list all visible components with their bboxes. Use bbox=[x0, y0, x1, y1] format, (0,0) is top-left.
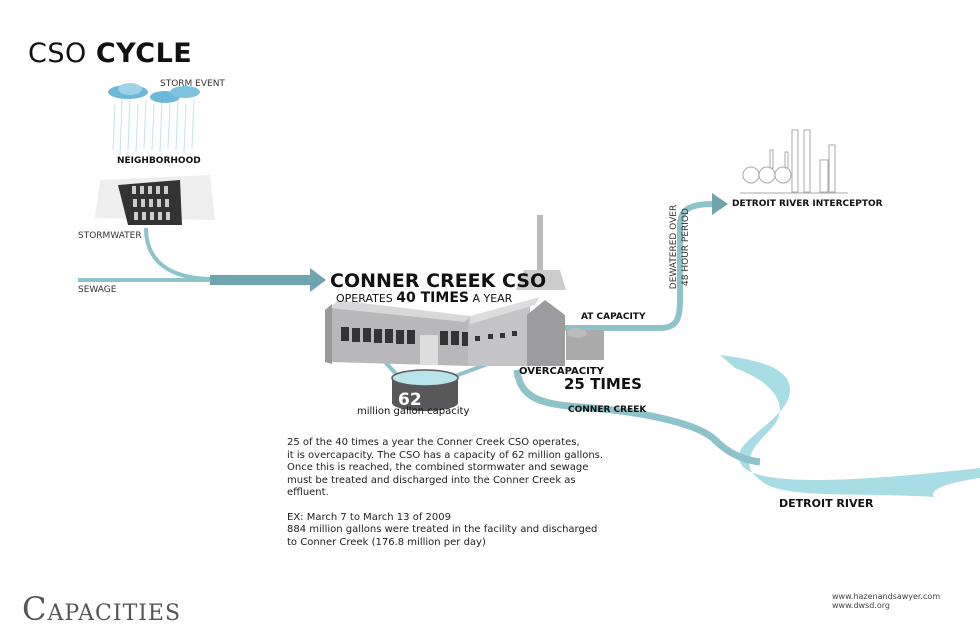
conner-creek-flow bbox=[513, 369, 761, 466]
source-links: www.hazenandsawyer.com www.dwsd.org bbox=[832, 592, 940, 610]
interceptor-plant-icon bbox=[740, 129, 848, 194]
page-title: CSO CYCLE bbox=[28, 38, 193, 69]
arrow-right-icon bbox=[712, 193, 728, 215]
tank-capacity-caption: million gallon capacity bbox=[357, 406, 470, 417]
description-text: 25 of the 40 times a year the Conner Cre… bbox=[287, 437, 603, 561]
at-capacity-label: AT CAPACITY bbox=[581, 312, 646, 322]
url-link[interactable]: www.hazenandsawyer.com bbox=[832, 592, 941, 601]
storm-drain-icon bbox=[95, 175, 215, 225]
storage-tank bbox=[391, 369, 459, 411]
stormwater-label: STORMWATER bbox=[78, 231, 142, 241]
detroit-river bbox=[720, 355, 980, 497]
cso-facility-building bbox=[325, 215, 604, 366]
facility-name: CONNER CREEK CSO bbox=[330, 270, 547, 292]
example-paragraph: EX: March 7 to March 13 of 2009 884 mill… bbox=[287, 511, 598, 548]
overcapacity-label: OVERCAPACITY bbox=[519, 366, 604, 377]
at-capacity-flow bbox=[565, 201, 713, 331]
detroit-river-label: DETROIT RIVER bbox=[779, 497, 874, 510]
arrow-right-icon bbox=[310, 268, 326, 292]
combined-flow bbox=[210, 275, 312, 285]
interceptor-label: DETROIT RIVER INTERCEPTOR bbox=[732, 199, 883, 209]
neighborhood-label: NEIGHBORHOOD bbox=[117, 156, 201, 166]
section-title: Capacities bbox=[22, 590, 182, 628]
storm-event-label: STORM EVENT bbox=[160, 79, 225, 89]
storm-cloud-icon bbox=[108, 83, 200, 156]
conner-creek-label: CONNER CREEK bbox=[568, 405, 647, 415]
url-link[interactable]: www.dwsd.org bbox=[832, 601, 890, 610]
operates-frequency: OPERATES 40 TIMES A YEAR bbox=[336, 290, 513, 306]
overcapacity-times: 25 TIMES bbox=[564, 375, 642, 393]
tank-capacity-value: 62 bbox=[398, 390, 422, 410]
description-paragraph: 25 of the 40 times a year the Conner Cre… bbox=[287, 437, 604, 498]
stormwater-flow bbox=[144, 227, 211, 281]
sewage-label: SEWAGE bbox=[78, 285, 117, 295]
